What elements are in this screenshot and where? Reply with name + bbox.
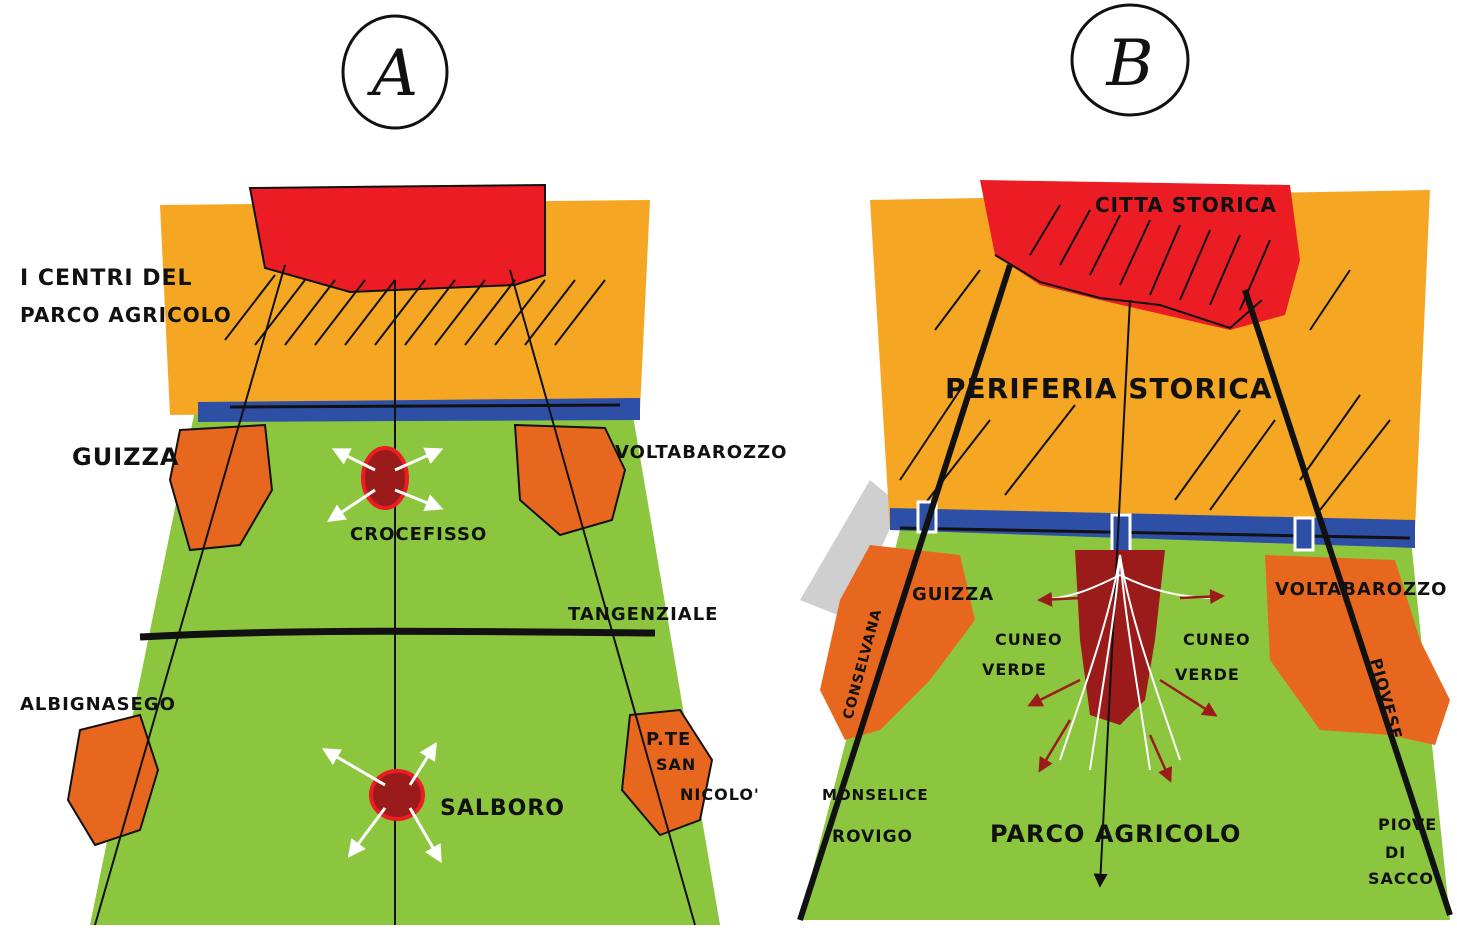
label-crocefisso: CROCEFISSO bbox=[350, 524, 487, 545]
label-san: SAN bbox=[656, 755, 696, 774]
label-sacco: SACCO bbox=[1368, 869, 1434, 888]
label-verde-left: VERDE bbox=[982, 660, 1047, 679]
label-di: DI bbox=[1385, 843, 1406, 862]
label-voltabarozzo-a: VOLTABAROZZO bbox=[615, 442, 787, 463]
label-parco-agricolo-b: PARCO AGRICOLO bbox=[990, 820, 1241, 848]
label-salboro: SALBORO bbox=[440, 796, 565, 821]
ring-road-a bbox=[198, 398, 640, 422]
sketch-a-label: A bbox=[367, 37, 418, 111]
label-tangenziale: TANGENZIALE bbox=[568, 604, 718, 625]
crocefisso-center bbox=[363, 448, 407, 508]
label-verde-right: VERDE bbox=[1175, 665, 1240, 684]
label-citta-storica: CITTA STORICA bbox=[1095, 193, 1277, 217]
label-parco-agricolo-a: PARCO AGRICOLO bbox=[20, 303, 232, 327]
label-cuneo-right: CUNEO bbox=[1183, 630, 1251, 649]
label-guizza-b: GUIZZA bbox=[912, 584, 994, 605]
sketch-b-label: B bbox=[1105, 27, 1153, 101]
gate-right bbox=[1295, 518, 1313, 550]
label-voltabarozzo-b: VOLTABAROZZO bbox=[1275, 579, 1447, 600]
label-piove: PIOVE bbox=[1378, 815, 1437, 834]
historic-center-a bbox=[250, 185, 545, 292]
label-cuneo-left: CUNEO bbox=[995, 630, 1063, 649]
label-centri-del: I CENTRI DEL bbox=[20, 266, 193, 291]
label-rovigo: ROVIGO bbox=[832, 827, 913, 847]
gate-center bbox=[1112, 515, 1130, 555]
label-nicolo: NICOLO' bbox=[680, 785, 760, 804]
label-albignasego: ALBIGNASEGO bbox=[20, 694, 176, 715]
label-guizza-a: GUIZZA bbox=[72, 443, 180, 471]
label-periferia-storica: PERIFERIA STORICA bbox=[945, 372, 1273, 405]
label-monselice: MONSELICE bbox=[822, 786, 929, 804]
sketch-a: A bbox=[20, 16, 787, 925]
label-pte: P.TE bbox=[646, 729, 691, 750]
sketch-b: B bbox=[800, 5, 1450, 920]
